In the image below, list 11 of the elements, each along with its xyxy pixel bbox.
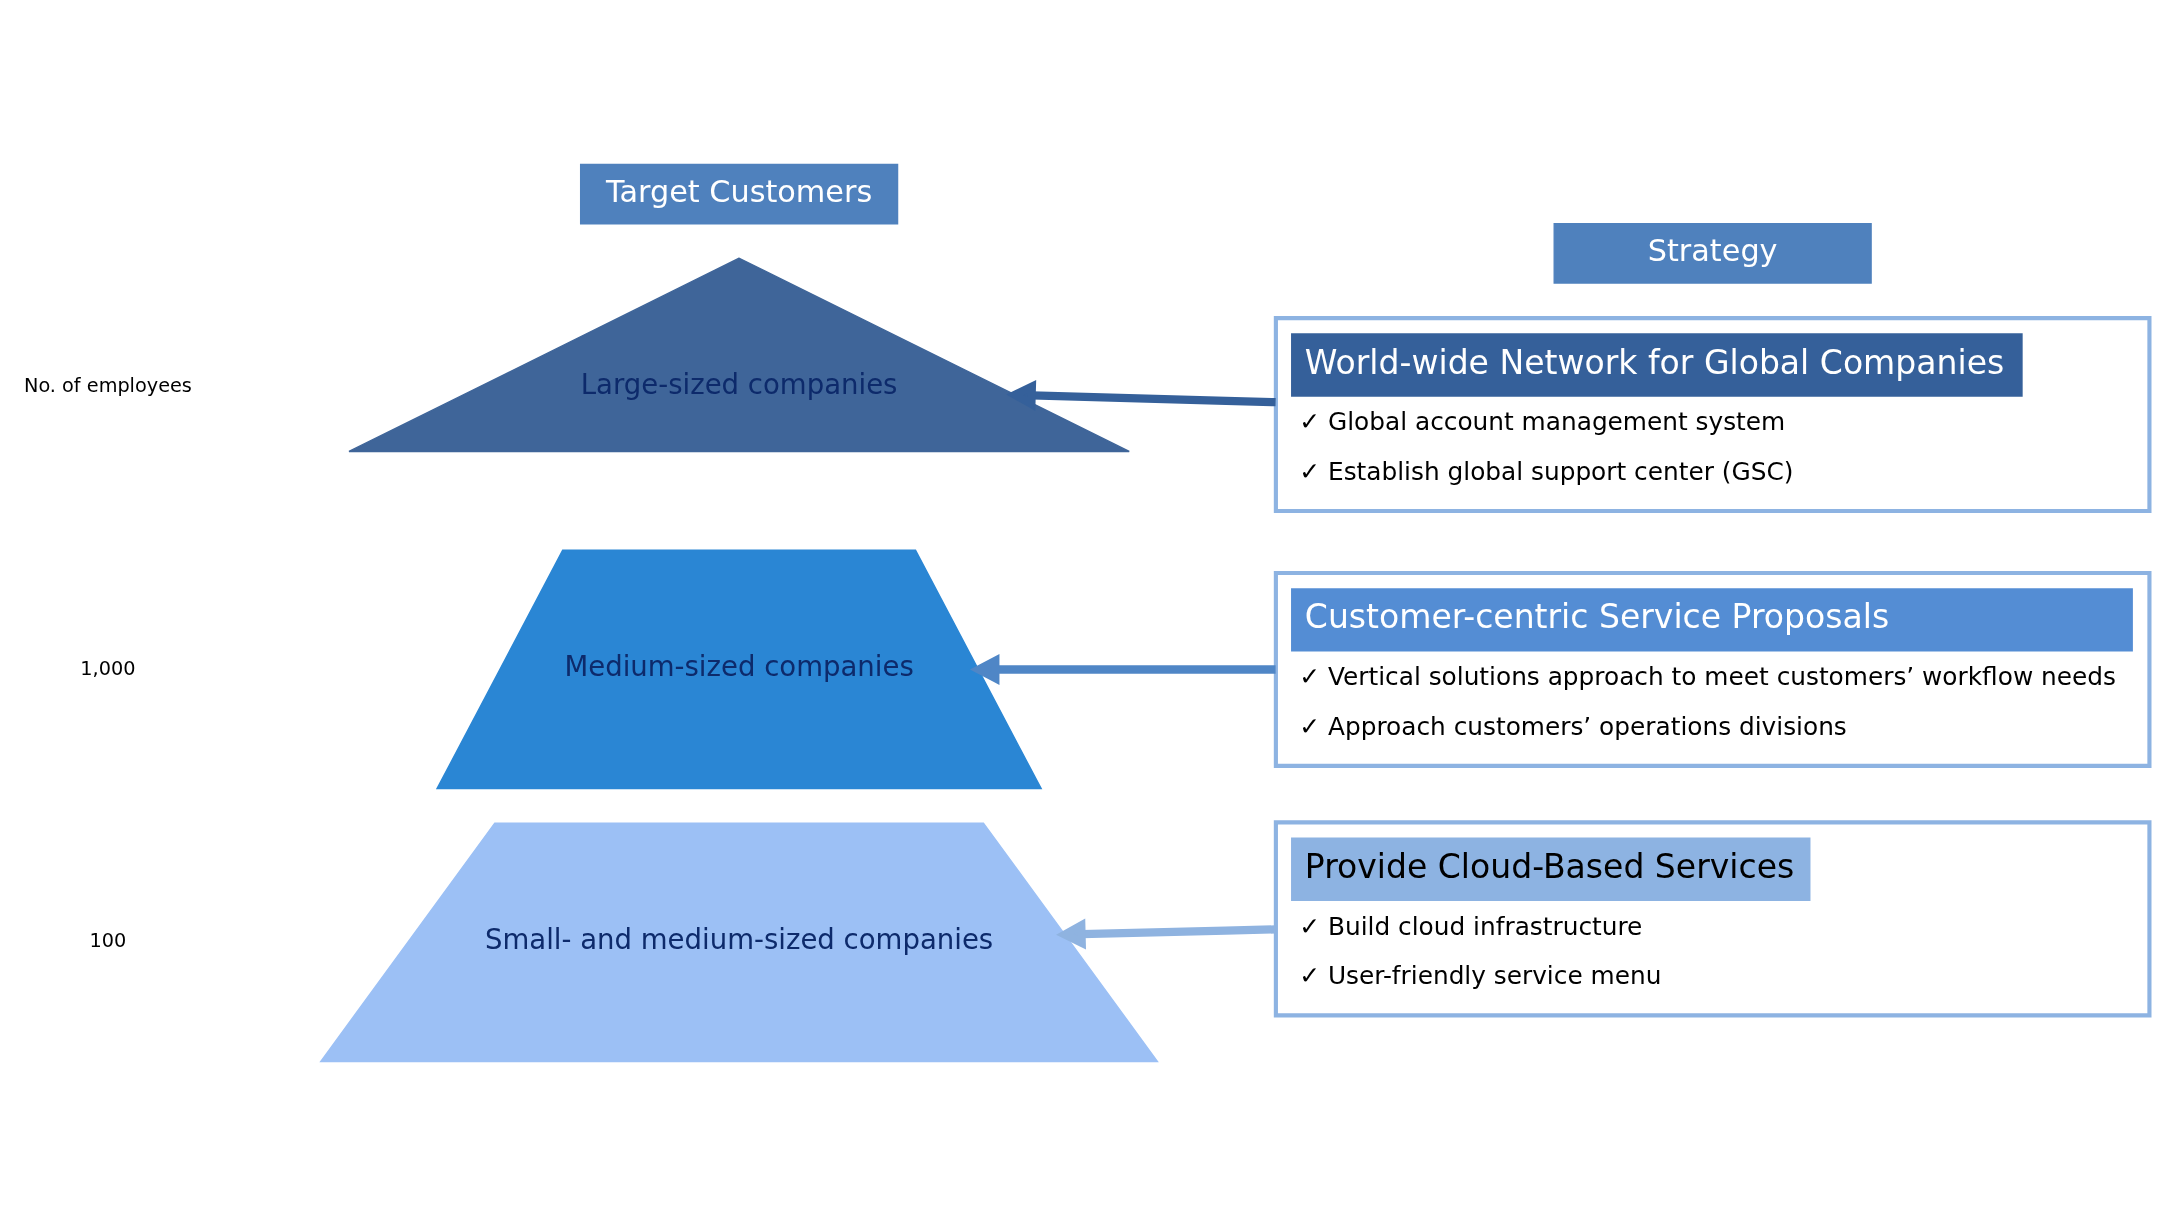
label: 100 <box>89 928 127 952</box>
node-box: Target Customers <box>579 163 899 224</box>
node-box: Customer-centric Service Proposals ✓ Vertical solutions approach to meet customers’ workflow needs ✓ Approach customers’ operations divisions <box>1273 570 2152 768</box>
node-box: World-wide Network for Global Companies ✓ Global account management system ✓ Establish global support center (GSC) <box>1273 315 2152 513</box>
node-box: Strategy <box>1553 222 1872 284</box>
arrow <box>1056 917 1276 949</box>
label: 1,000 <box>80 656 136 680</box>
arrow <box>969 653 1276 685</box>
arrow <box>1006 379 1276 411</box>
node-box: Provide Cloud-Based Services ✓ Build cloud infrastructure ✓ User-friendly service menu <box>1273 819 2152 1017</box>
label: No. of employees <box>23 373 192 397</box>
